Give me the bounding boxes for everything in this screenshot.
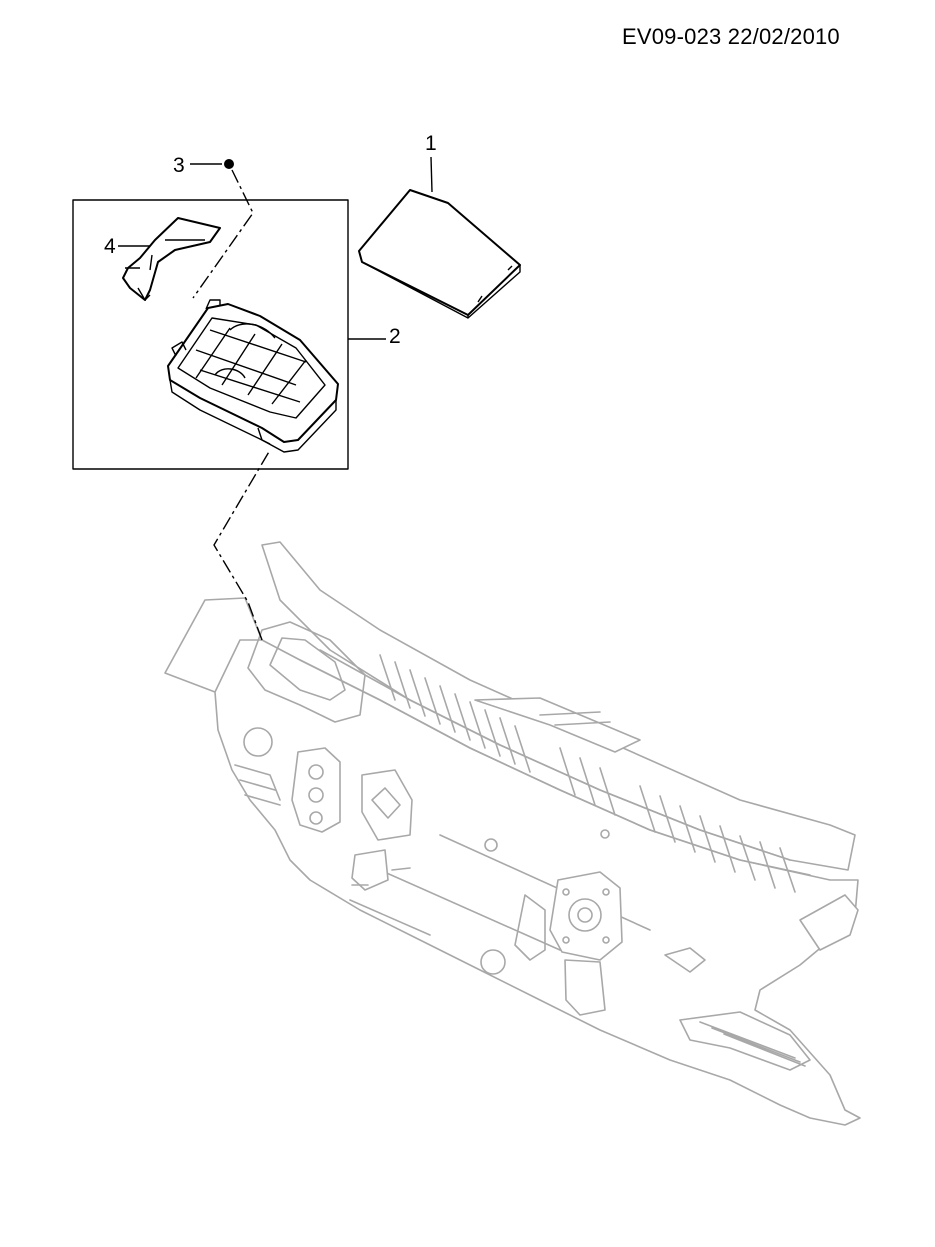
kit-frame-part-2 <box>72 199 349 470</box>
callout-4-label: 4 <box>104 235 116 258</box>
document-reference: EV09-023 22/02/2010 <box>622 24 840 49</box>
fastener-part-3 <box>190 159 254 299</box>
cowl-panel-assembly <box>164 541 861 1126</box>
callout-3-label: 3 <box>173 154 185 177</box>
assembly-leader-line <box>213 449 271 641</box>
cowl-ribs <box>379 654 796 893</box>
filter-element-part-1 <box>358 156 521 319</box>
seal-part-4 <box>118 217 221 301</box>
callout-2-label: 2 <box>389 325 401 348</box>
filter-housing-part-2 <box>167 299 339 453</box>
callout-1-label: 1 <box>425 132 437 155</box>
